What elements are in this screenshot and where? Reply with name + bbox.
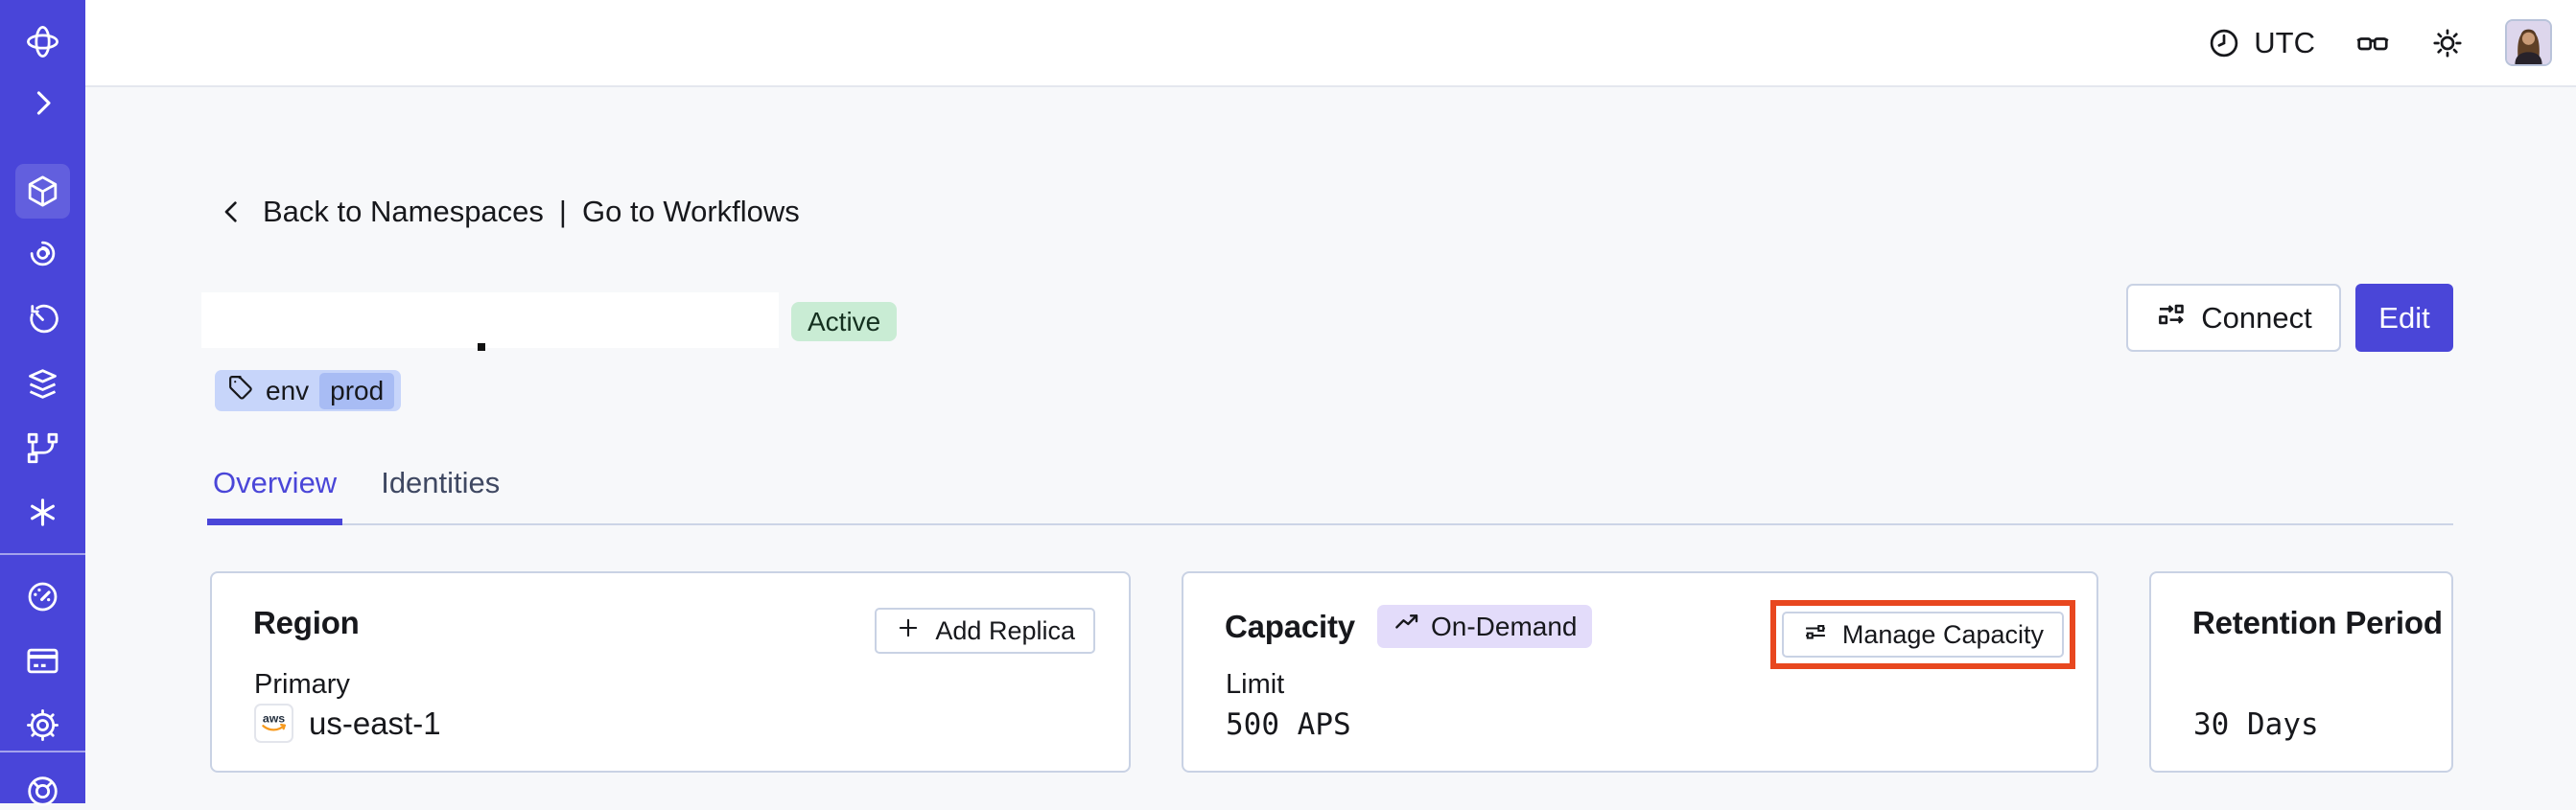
region-field-label: Primary xyxy=(254,669,350,700)
title-artifact-dot xyxy=(478,343,485,351)
namespace-tag: env prod xyxy=(215,370,402,411)
region-card: Region Add Replica Primary aws us-east-1 xyxy=(210,571,1131,773)
tab-bar: Overview Identities xyxy=(206,464,2453,525)
back-chevron-icon[interactable] xyxy=(217,197,247,227)
temporal-logo-icon[interactable] xyxy=(24,23,61,60)
usage-gauge-icon[interactable] xyxy=(24,578,61,615)
breadcrumb: Back to Namespaces | Go to Workflows xyxy=(217,195,800,229)
plus-icon xyxy=(895,614,922,648)
capacity-field-label: Limit xyxy=(1226,669,1285,700)
go-to-workflows-link[interactable]: Go to Workflows xyxy=(581,195,800,228)
connect-label: Connect xyxy=(2201,300,2312,335)
tag-icon xyxy=(227,374,255,408)
support-ring-icon[interactable] xyxy=(24,773,61,810)
timezone-selector[interactable]: UTC xyxy=(2207,26,2315,60)
retention-value: 30 Days xyxy=(2193,707,2319,742)
manage-capacity-label: Manage Capacity xyxy=(1841,619,2044,649)
nav-separator: | xyxy=(558,195,567,228)
on-demand-label: On-Demand xyxy=(1430,611,1578,641)
on-demand-badge: On-Demand xyxy=(1376,605,1593,648)
nexus-asterisk-icon[interactable] xyxy=(24,494,61,531)
region-card-title: Region xyxy=(253,605,360,640)
aws-logo-icon: aws xyxy=(254,704,293,743)
back-to-namespaces-link[interactable]: Back to Namespaces xyxy=(263,195,544,228)
add-replica-label: Add Replica xyxy=(935,615,1075,645)
red-annotation-box: Manage Capacity xyxy=(1769,600,2075,669)
billing-card-icon[interactable] xyxy=(24,642,61,680)
status-badge: Active xyxy=(791,302,898,341)
workflows-vortex-icon[interactable] xyxy=(24,235,61,272)
avatar[interactable] xyxy=(2505,19,2552,66)
clock-icon xyxy=(2207,26,2241,60)
capacity-card-title: Capacity xyxy=(1225,608,1355,644)
manage-capacity-button[interactable]: Manage Capacity xyxy=(1781,612,2064,658)
timezone-label: UTC xyxy=(2254,25,2315,59)
sidebar-divider xyxy=(0,751,85,752)
trending-up-icon xyxy=(1393,609,1421,644)
tag-value: prod xyxy=(319,372,395,409)
aws-logo-text: aws xyxy=(263,712,285,726)
add-replica-button[interactable]: Add Replica xyxy=(875,608,1095,654)
topbar: UTC xyxy=(85,0,2576,87)
expand-chevron-icon[interactable] xyxy=(24,84,61,122)
sidebar xyxy=(0,0,85,806)
namespaces-cube-icon[interactable] xyxy=(24,173,61,210)
capacity-value: 500 APS xyxy=(1226,707,1351,742)
glasses-icon[interactable] xyxy=(2355,26,2390,60)
namespace-name-redacted xyxy=(201,292,779,348)
tab-identities[interactable]: Identities xyxy=(381,466,501,499)
connect-icon xyxy=(2155,298,2188,338)
region-value-row: aws us-east-1 xyxy=(254,704,441,743)
edit-button[interactable]: Edit xyxy=(2355,284,2453,352)
sun-icon[interactable] xyxy=(2430,26,2465,60)
retention-card: Retention Period 30 Days xyxy=(2149,571,2453,773)
connect-button[interactable]: Connect xyxy=(2126,284,2341,352)
region-value: us-east-1 xyxy=(309,705,441,741)
retention-card-title: Retention Period xyxy=(2192,605,2443,640)
tab-overview[interactable]: Overview xyxy=(206,464,343,525)
schedules-clock-icon[interactable] xyxy=(24,301,61,338)
tag-key: env xyxy=(266,375,310,405)
stacks-layers-icon[interactable] xyxy=(24,365,61,403)
capacity-card: Capacity On-Demand Manage Capacity xyxy=(1182,571,2098,773)
sidebar-divider xyxy=(0,553,85,555)
sliders-icon xyxy=(1802,618,1829,652)
settings-gear-icon[interactable] xyxy=(24,706,61,744)
deployments-branch-icon[interactable] xyxy=(24,429,61,467)
